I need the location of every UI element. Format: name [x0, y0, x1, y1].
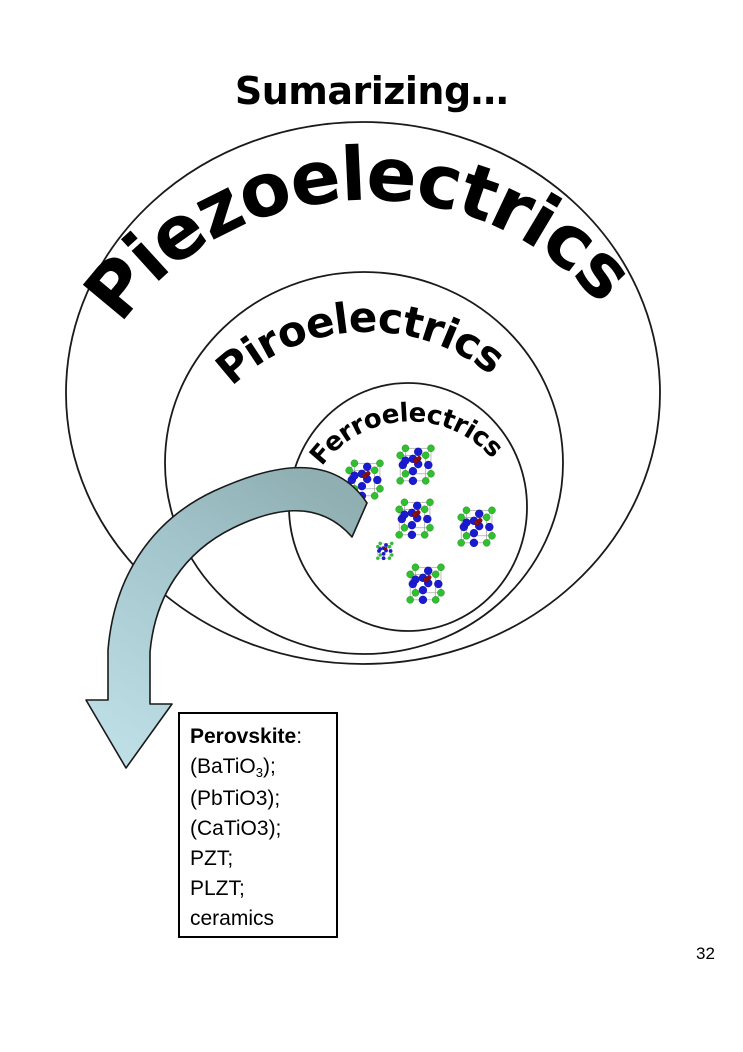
batio3-pre: (BaTiO — [190, 755, 256, 778]
perovskite-textbox: Perovskite: (BaTiO3); (PbTiO3); (CaTiO3)… — [178, 712, 338, 938]
perovskite-heading: Perovskite: — [190, 722, 336, 752]
ring-piroelectrics — [164, 271, 564, 655]
page-number: 32 — [696, 944, 715, 963]
crystal-cell — [395, 498, 434, 540]
ring-piezoelectrics — [65, 121, 661, 665]
perovskite-heading-colon: : — [296, 725, 303, 748]
crystal-cell-small — [376, 541, 394, 561]
page-title: Sumarizing… — [234, 69, 509, 113]
perovskite-item-batio3: (BaTiO3); — [190, 752, 336, 784]
batio3-post: ); — [262, 755, 276, 778]
batio3-subscript: 3 — [255, 765, 263, 780]
crystal-cells-group — [345, 444, 496, 605]
curved-arrow-to-perovskite — [85, 466, 368, 769]
perovskite-item-pbtio3: (PbTiO3); — [190, 787, 281, 810]
perovskite-item-pzt: PZT; — [190, 847, 234, 870]
perovskite-item-plzt: PLZT; — [190, 877, 245, 900]
perovskite-item-ceramics: ceramics — [190, 907, 275, 930]
perovskite-heading-text: Perovskite — [190, 725, 297, 748]
crystal-cell — [457, 506, 496, 548]
perovskite-item-catio3: (CaTiO3); — [190, 817, 282, 840]
ring-label-piroelectrics: Piroelectrics — [206, 293, 513, 395]
crystal-cell — [406, 563, 445, 605]
crystal-cell — [396, 444, 435, 486]
